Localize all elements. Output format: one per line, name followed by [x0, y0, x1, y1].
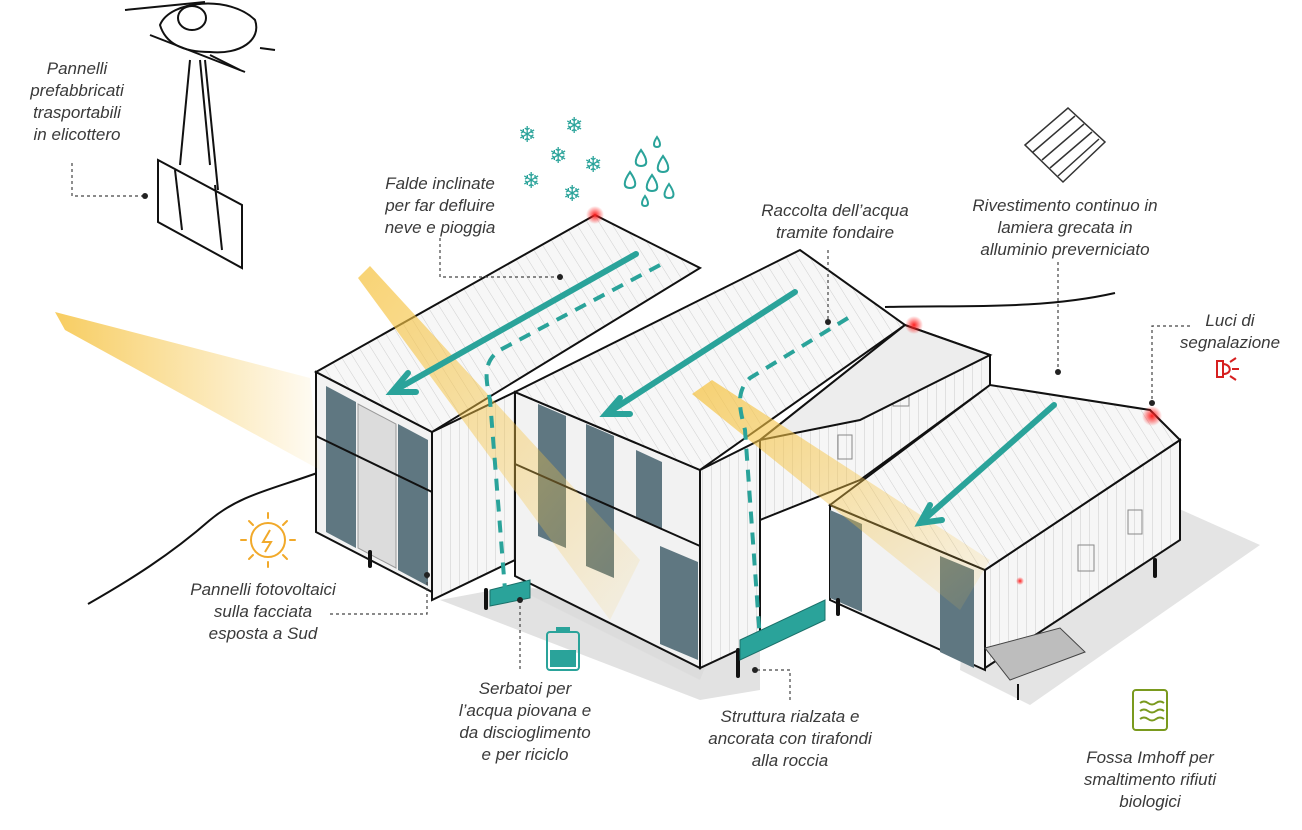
gutter-flow-lines: [484, 263, 850, 641]
label-roof-slopes: Falde inclinate per far defluire neve e …: [384, 174, 496, 237]
rain-flow-arrows: [385, 251, 1057, 527]
warning-light-icon: [1216, 357, 1239, 381]
signal-lights: [586, 206, 1162, 585]
label-cladding: Rivestimento continuo in lamiera grecata…: [972, 196, 1158, 259]
helicopter-icon: [124, 1, 276, 270]
leader-lines: [71, 163, 1190, 700]
snowflake-icon: ❄ ❄ ❄ ❄ ❄ ❄: [518, 114, 602, 207]
septic-tank-icon: [1132, 689, 1168, 731]
raindrop-icon: [623, 135, 675, 208]
label-signal-lights: Luci di segnalazione: [1179, 311, 1281, 352]
solar-sun-icon: [240, 512, 296, 568]
leader-dots: [142, 193, 1155, 673]
label-water-tanks: Serbatoi per l’acqua piovana e da discio…: [458, 679, 592, 764]
label-raised-structure: Struttura rialzata e ancorata con tirafo…: [708, 707, 872, 770]
label-helicopter-panels: Pannelli prefabbricati trasportabili in …: [30, 59, 124, 144]
svg-text:❄: ❄: [522, 169, 540, 194]
svg-text:❄: ❄: [549, 144, 567, 169]
label-septic-tank: Fossa Imhoff per smaltimento rifiuti bio…: [1083, 748, 1217, 811]
label-water-collection: Raccolta dell’acqua tramite fondaire: [761, 201, 909, 242]
corrugated-sheet-icon: [1023, 106, 1107, 184]
svg-text:❄: ❄: [565, 114, 583, 139]
svg-text:❄: ❄: [518, 123, 536, 148]
sun-beams: [55, 266, 990, 620]
label-photovoltaic: Pannelli fotovoltaici sulla facciata esp…: [190, 580, 336, 643]
water-tank-icon: [546, 627, 580, 671]
svg-text:❄: ❄: [563, 182, 581, 207]
svg-text:❄: ❄: [584, 153, 602, 178]
terrain-line: [87, 292, 1116, 605]
structure-legs: [368, 550, 1157, 678]
